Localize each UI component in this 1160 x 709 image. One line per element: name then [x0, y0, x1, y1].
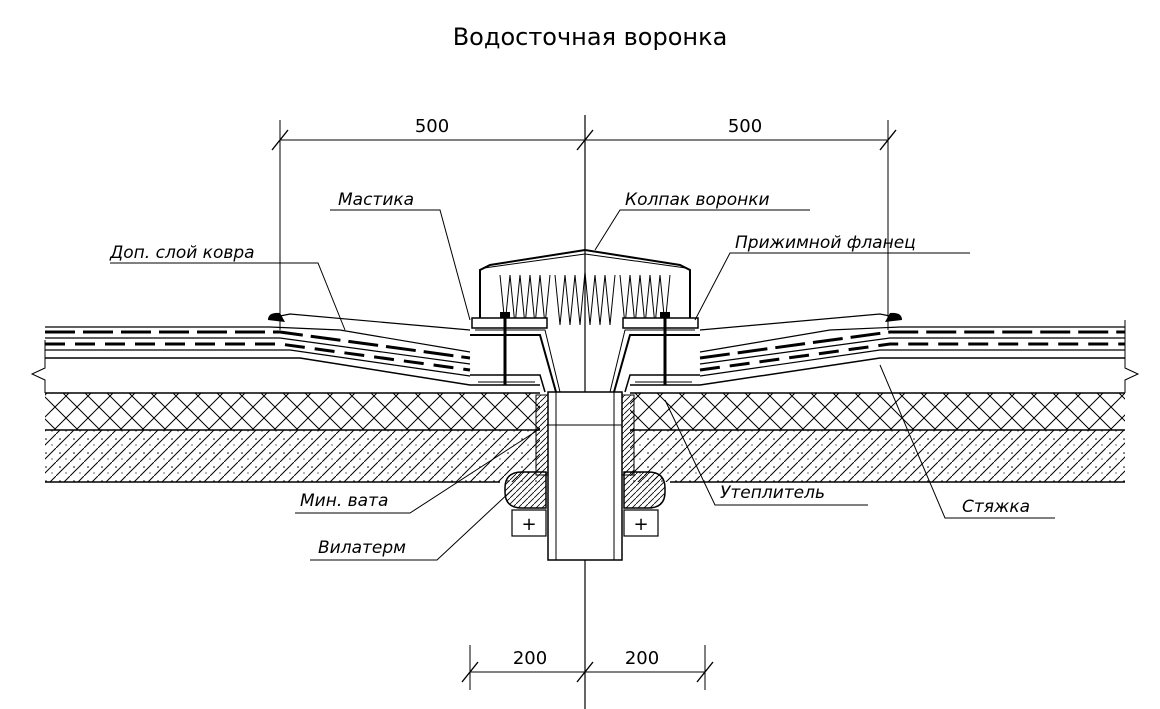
label-styazhka: Стяжка [879, 364, 1055, 519]
vilaterm-seal [504, 471, 666, 509]
label-flanets: Прижимной фланец [694, 233, 970, 321]
label-styazhka-text: Стяжка [962, 497, 1030, 517]
clamp-mark-right: + [633, 514, 648, 535]
label-mastika: Мастика [330, 190, 471, 321]
label-vilaterm: Вилатерм [310, 489, 513, 561]
label-dop-sloy-text: Доп. слой ковра [109, 243, 255, 263]
pipe-clamps: + + [511, 509, 659, 537]
dim-bottom-right: 200 [625, 648, 659, 669]
funnel-cap [471, 248, 699, 385]
label-min-vata-text: Мин. вата [300, 491, 388, 511]
drawing-title: Водосточная воронка [453, 23, 728, 51]
label-min-vata: Мин. вата [295, 429, 539, 514]
insulation-layer [45, 392, 1125, 430]
clamp-mark-left: + [521, 514, 536, 535]
label-flanets-text: Прижимной фланец [735, 233, 916, 253]
label-uteplitel-text: Утеплитель [720, 483, 825, 503]
top-dimension: 500 500 [271, 116, 897, 330]
mineral-wool [535, 394, 635, 476]
bottom-dimension: 200 200 [461, 645, 714, 690]
concrete-slab [45, 429, 1125, 483]
label-uteplitel: Утеплитель [664, 399, 868, 506]
dim-top-left: 500 [415, 116, 449, 137]
label-kolpak-text: Колпак воронки [625, 190, 770, 210]
dim-bottom-left: 200 [513, 648, 547, 669]
funnel-body [470, 329, 700, 561]
roofing-carpet [45, 312, 1125, 377]
label-dop-sloy: Доп. слой ковра [109, 243, 346, 331]
dim-top-right: 500 [728, 116, 762, 137]
label-mastika-text: Мастика [338, 190, 414, 210]
label-vilaterm-text: Вилатерм [318, 538, 406, 558]
label-kolpak: Колпак воронки [594, 190, 810, 251]
